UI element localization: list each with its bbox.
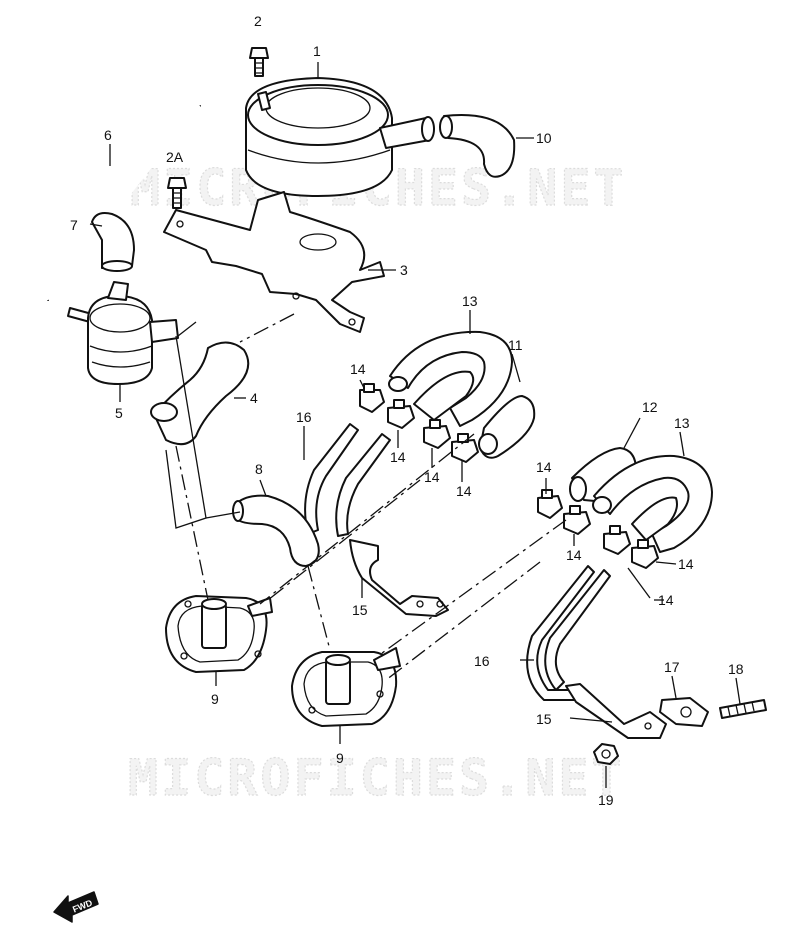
hose-11 (478, 395, 536, 459)
pipe-15-left (349, 539, 449, 617)
callout-labels: 1 2 2A 3 4 5 6 7 8 9 9 10 11 12 13 13 14… (70, 13, 744, 808)
hose-6 (38, 103, 203, 302)
fwd-arrow-icon: FWD (53, 891, 99, 923)
callout-17: 17 (664, 659, 680, 675)
callout-12: 12 (642, 399, 658, 415)
callout-8: 8 (255, 461, 263, 477)
hose-10 (439, 114, 516, 178)
callout-6: 6 (104, 127, 112, 143)
callout-15-left: 15 (352, 602, 368, 618)
pipes-16-left (304, 423, 391, 537)
callout-13-upper: 13 (462, 293, 478, 309)
hose-7 (91, 212, 135, 272)
bracket-3 (163, 191, 385, 333)
callout-16-right: 16 (474, 653, 490, 669)
leader-lines (89, 62, 741, 788)
callout-9-left: 9 (211, 691, 219, 707)
clamp-14-g (603, 525, 631, 555)
clamp-14-b (387, 399, 415, 429)
callout-14-c: 14 (424, 469, 440, 485)
clamp-14-f (563, 505, 591, 535)
bolt-2a (167, 177, 187, 209)
callout-14-b: 14 (390, 449, 406, 465)
hose-13-lower (592, 454, 713, 553)
canister-1 (245, 77, 435, 197)
callout-5: 5 (115, 405, 123, 421)
callout-9-right: 9 (336, 750, 344, 766)
callout-10: 10 (536, 130, 552, 146)
callout-19: 19 (598, 792, 614, 808)
pipes-16-right (526, 565, 611, 701)
clamp-14-e (537, 489, 563, 519)
assembly-lines (165, 313, 567, 681)
callout-16-left: 16 (296, 409, 312, 425)
bolt-2 (249, 47, 269, 77)
stud-18 (719, 699, 767, 719)
callout-15-right: 15 (536, 711, 552, 727)
clamp-14-h (631, 539, 659, 569)
hose-4 (150, 341, 250, 446)
reed-valve-9-right (291, 647, 401, 727)
hose-8 (232, 494, 320, 567)
callout-1: 1 (313, 43, 321, 59)
clamp-14-d (451, 433, 479, 463)
callout-14-h: 14 (658, 592, 674, 608)
nut-19 (593, 743, 619, 765)
valve-5 (67, 281, 179, 385)
callout-18: 18 (728, 661, 744, 677)
reed-valve-9-left (165, 595, 273, 673)
callout-14-a: 14 (350, 361, 366, 377)
gasket-17 (659, 697, 709, 727)
callout-13-lower: 13 (674, 415, 690, 431)
clamp-14-a (359, 383, 385, 413)
clamp-14-c (423, 419, 451, 449)
callout-4: 4 (250, 390, 258, 406)
callout-2a: 2A (166, 149, 184, 165)
callout-14-g: 14 (678, 556, 694, 572)
pipe-15-right (565, 683, 667, 739)
callout-14-e: 14 (536, 459, 552, 475)
callout-11: 11 (508, 337, 523, 353)
callout-3: 3 (400, 262, 408, 278)
callout-14-d: 14 (456, 483, 472, 499)
watermark-bottom: MICROFICHES.NET (128, 749, 625, 807)
callout-7: 7 (70, 217, 78, 233)
hose-13-upper (388, 330, 513, 427)
callout-2: 2 (254, 13, 262, 29)
callout-14-f: 14 (566, 547, 582, 563)
